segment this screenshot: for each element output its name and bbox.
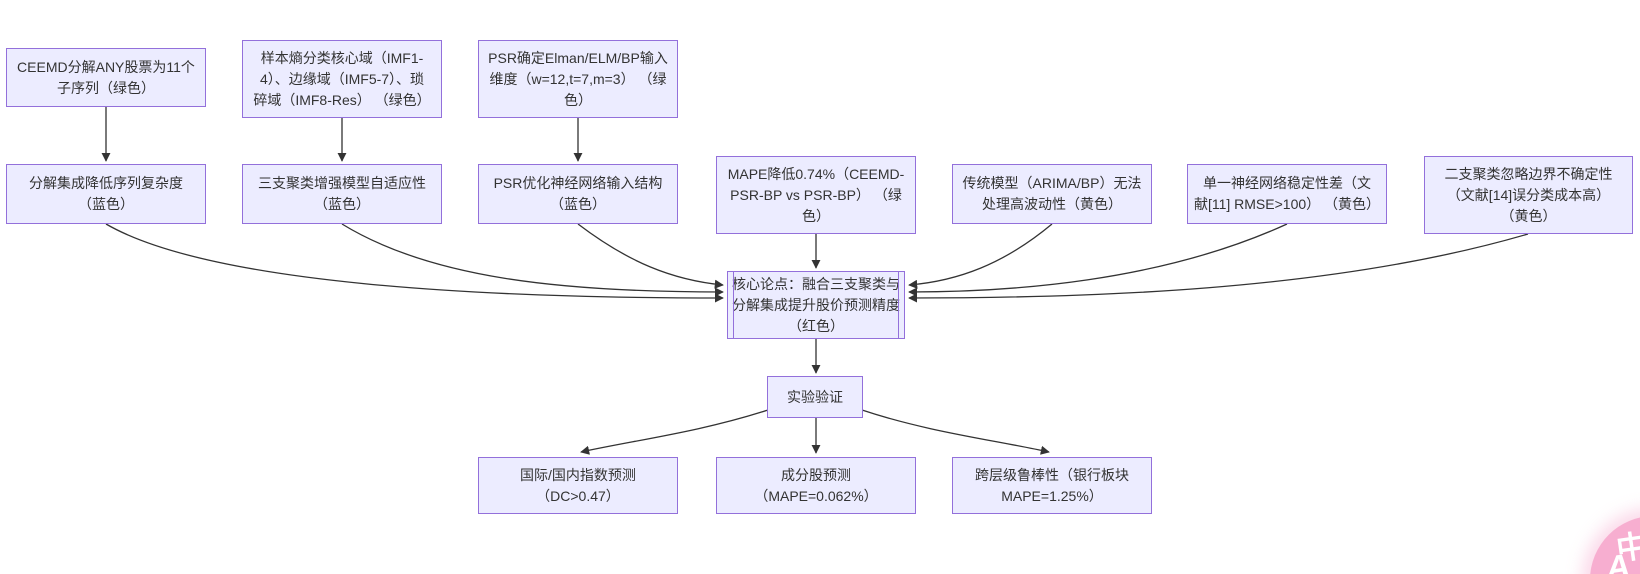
node-sample-entropy: 样本熵分类核心域（IMF1- 4）、边缘域（IMF5-7）、琐 碎域（IMF8-…: [242, 40, 442, 118]
node-cross-level-robust: 跨层级鲁棒性（银行板块 MAPE=1.25%）: [952, 457, 1152, 514]
node-three-way-adaptive: 三支聚类增强模型自适应性 （蓝色）: [242, 164, 442, 224]
edge-f-core: [577, 223, 724, 289]
node-index-prediction: 国际/国内指数预测 （DC>0.47）: [478, 457, 678, 514]
edge-exp-m: [861, 409, 1050, 455]
edge-j-core: [908, 233, 1529, 303]
edge-exp-k: [580, 409, 769, 455]
edge-i-core: [908, 223, 1288, 297]
node-decomp-complexity: 分解集成降低序列复杂度 （蓝色）: [6, 164, 206, 224]
node-psr-dimension: PSR确定Elman/ELM/BP输入 维度（w=12,t=7,m=3） （绿 …: [478, 40, 678, 118]
node-stock-prediction: 成分股预测 （MAPE=0.062%）: [716, 457, 916, 514]
node-ceemd-decompose: CEEMD分解ANY股票为11个 子序列（绿色）: [6, 48, 206, 107]
node-two-way-limit: 二支聚类忽略边界不确定性 （文献[14]误分类成本高） （黄色）: [1424, 156, 1633, 234]
edge-d-core: [105, 223, 724, 303]
node-mape-improve: MAPE降低0.74%（CEEMD- PSR-BP vs PSR-BP） （绿 …: [716, 156, 916, 234]
node-single-nn-unstable: 单一神经网络稳定性差（文 献[11] RMSE>100） （黄色）: [1187, 164, 1387, 224]
edge-h-core: [908, 223, 1053, 289]
node-traditional-limit: 传统模型（ARIMA/BP）无法 处理高波动性（黄色）: [952, 164, 1152, 224]
edge-e-core: [341, 223, 724, 297]
node-psr-structure: PSR优化神经网络输入结构 （蓝色）: [478, 164, 678, 224]
node-core-thesis: 核心论点：融合三支聚类与 分解集成提升股价预测精度 （红色）: [727, 271, 905, 339]
node-experiment-validation: 实验验证: [767, 376, 863, 418]
